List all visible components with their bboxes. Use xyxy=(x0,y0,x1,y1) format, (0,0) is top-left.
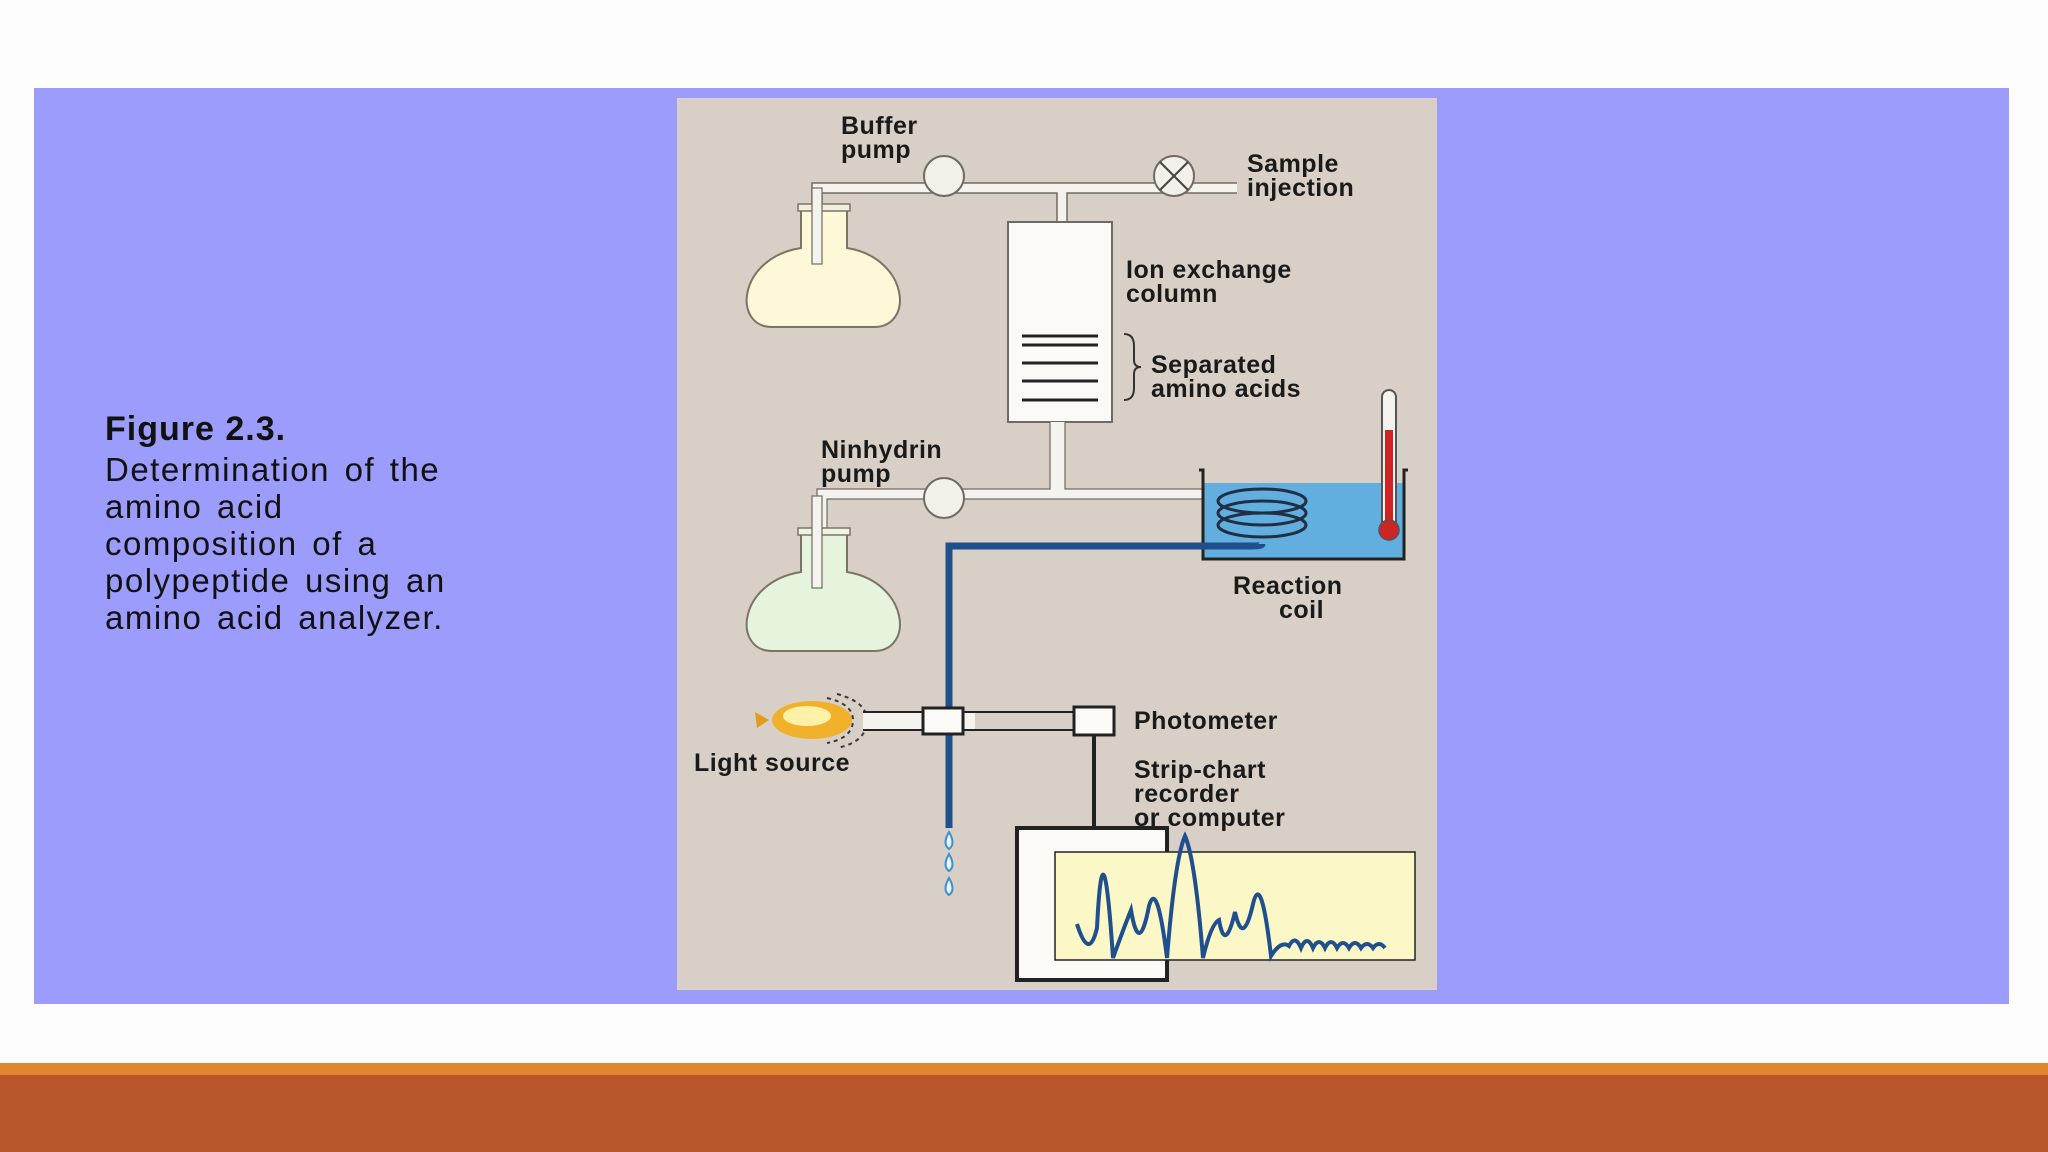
photometer xyxy=(1072,705,1116,737)
label-photometer: Photometer xyxy=(1134,707,1278,735)
label-reaction-2: coil xyxy=(1279,596,1324,624)
label-ion-exchange-2: column xyxy=(1126,280,1218,308)
caption-line: composition of a xyxy=(105,525,378,562)
label-recorder-2: recorder xyxy=(1134,780,1239,808)
buffer-flask xyxy=(745,187,901,329)
label-reaction-1: Reaction xyxy=(1233,572,1343,600)
strip-chart-recorder xyxy=(1015,826,1416,982)
label-sample-injection-1: Sample xyxy=(1247,150,1339,178)
caption-line: amino acid xyxy=(105,488,284,525)
amino-acid-analyzer-diagram: Buffer pump Sample injection Ion exchang… xyxy=(677,98,1437,990)
figure-caption: Figure 2.3. Determination of the amino a… xyxy=(105,410,625,636)
sample-injection-valve xyxy=(1153,155,1195,197)
light-source xyxy=(755,693,869,749)
sample-cell xyxy=(921,706,965,736)
droplets xyxy=(944,830,954,897)
footer-accent-stripe xyxy=(0,1063,2048,1075)
label-separated-2: amino acids xyxy=(1151,375,1301,403)
caption-line: amino acid analyzer. xyxy=(105,599,444,636)
figure-title: Figure 2.3. xyxy=(105,410,287,448)
caption-line: Determination of the xyxy=(105,451,441,488)
label-sample-injection-2: injection xyxy=(1247,174,1354,202)
diagram-svg: Buffer pump Sample injection Ion exchang… xyxy=(694,112,1416,982)
buffer-pump xyxy=(923,155,965,197)
thermometer xyxy=(1378,389,1400,541)
ninhydrin-flask xyxy=(745,495,901,653)
caption-line: polypeptide using an xyxy=(105,562,446,599)
outlet-tube xyxy=(945,541,1266,828)
separated-brace xyxy=(1123,333,1142,401)
label-ion-exchange-1: Ion exchange xyxy=(1126,256,1292,284)
label-buffer-pump-2: pump xyxy=(841,136,911,164)
label-buffer-pump-1: Buffer xyxy=(841,112,918,140)
label-recorder-3: or computer xyxy=(1134,804,1285,832)
label-recorder-1: Strip-chart xyxy=(1134,756,1266,784)
ion-exchange-column xyxy=(1007,221,1113,423)
label-light-source: Light source xyxy=(694,749,850,777)
label-separated-1: Separated xyxy=(1151,351,1276,379)
ninhydrin-pump xyxy=(923,477,965,519)
reaction-coil xyxy=(1216,487,1308,539)
label-ninhydrin-1: Ninhydrin xyxy=(821,436,942,464)
light-beam xyxy=(863,706,1089,736)
label-ninhydrin-2: pump xyxy=(821,460,891,488)
footer-bar xyxy=(0,1075,2048,1152)
